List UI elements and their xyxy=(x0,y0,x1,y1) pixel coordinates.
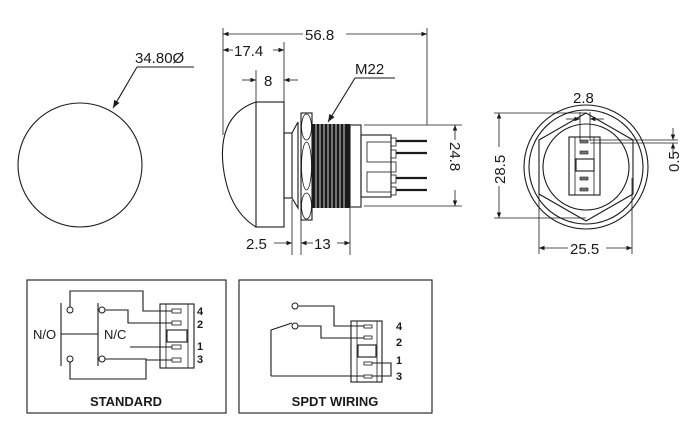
terminal-block xyxy=(366,171,392,193)
pin-label-3: 3 xyxy=(396,371,402,383)
center-slot xyxy=(575,158,595,172)
thread-grooves xyxy=(315,124,345,208)
overall-length-label: 56.8 xyxy=(305,27,334,44)
front-view-circle xyxy=(17,102,143,228)
pin-label-1: 1 xyxy=(197,341,203,353)
dome-cap xyxy=(221,101,257,228)
wiring-standard-panel: N/O N/C 4 2 1 xyxy=(26,279,227,414)
outer-ring xyxy=(523,104,649,230)
across-flats-label: 25.5 xyxy=(570,241,599,258)
pin-slot xyxy=(363,374,373,379)
thread-length-label: 13 xyxy=(314,236,331,253)
pin-slot xyxy=(171,357,182,363)
terminal-base xyxy=(390,149,397,159)
wire-4 xyxy=(69,290,175,312)
pin-label-3: 3 xyxy=(197,354,203,366)
terminal-block xyxy=(366,141,392,163)
pin-slot xyxy=(363,324,373,329)
terminal-base xyxy=(390,137,397,147)
nut-facet xyxy=(301,141,312,191)
spdt-wire-2 xyxy=(298,325,364,339)
switch-body xyxy=(360,134,392,198)
cap-length-label: 17.4 xyxy=(234,43,263,60)
rear-pin xyxy=(579,139,589,144)
wiring-spdt-panel: 4 2 1 3 SPDT WIRING xyxy=(238,279,433,414)
front-view: 34.80Ø xyxy=(17,50,194,228)
nut-facet xyxy=(301,192,312,220)
pin-slot xyxy=(171,344,182,350)
spdt-wire-4 xyxy=(298,305,364,327)
thread-leader xyxy=(327,77,356,123)
diameter-label: 34.80Ø xyxy=(135,50,185,67)
hex-nut xyxy=(300,112,313,221)
pin-slot xyxy=(363,361,373,366)
bezel xyxy=(291,121,299,210)
terminal-base xyxy=(390,186,397,196)
body-height-label: 24.8 xyxy=(446,142,463,171)
pin-slot xyxy=(363,335,373,340)
terminal-base xyxy=(390,161,397,173)
spdt-caption: SPDT WIRING xyxy=(292,394,379,409)
pin-label-4: 4 xyxy=(197,306,204,318)
standard-caption: STANDARD xyxy=(90,394,162,409)
std-terminal-block xyxy=(159,303,195,369)
nut-thickness-label: 2.5 xyxy=(246,236,267,253)
panel-frame xyxy=(238,279,433,414)
terminal-thickness-label: 0.5 xyxy=(666,151,683,172)
across-corners-label: 28.5 xyxy=(492,155,509,184)
panel-frame xyxy=(26,279,227,414)
spdt-switch-arm xyxy=(270,322,293,376)
nc-contact-bottom xyxy=(98,355,106,363)
pin-label-2: 2 xyxy=(197,319,203,331)
wire-3 xyxy=(105,358,175,361)
thread-label: M22 xyxy=(355,61,384,78)
inner-ring xyxy=(542,123,630,211)
nc-contact-top xyxy=(98,306,106,314)
rear-pin xyxy=(579,150,589,155)
rear-pin xyxy=(579,187,589,192)
spdt-terminal-block xyxy=(350,320,383,383)
pin-label-1: 1 xyxy=(396,355,402,367)
pin-slot xyxy=(171,320,182,326)
center-slot xyxy=(357,344,377,358)
spdt-contact-common xyxy=(291,322,299,330)
rear-pin xyxy=(579,176,589,181)
body-ring xyxy=(349,124,362,208)
terminal-width-label: 2.8 xyxy=(573,90,594,107)
pin-label-2: 2 xyxy=(396,337,402,349)
no-label: N/O xyxy=(33,327,56,342)
collar xyxy=(283,132,293,199)
rear-terminal-block xyxy=(568,136,601,196)
terminal-base xyxy=(390,174,397,184)
pin-label-4: 4 xyxy=(396,321,403,333)
spdt-contact-top xyxy=(291,302,299,310)
jumper-1-3 xyxy=(372,362,392,377)
side-view: 56.8 17.4 8 xyxy=(221,27,463,255)
wire-bottom-loop xyxy=(69,360,147,380)
outer-ring-inner xyxy=(528,109,644,225)
hex-outline xyxy=(538,112,634,222)
rear-view: 2.8 0.5 28.5 25.5 xyxy=(492,90,683,258)
wire-2 xyxy=(105,309,175,324)
pin-slot xyxy=(171,308,182,314)
cap-body xyxy=(255,101,285,228)
no-contact-bottom xyxy=(66,355,74,363)
nut-facet xyxy=(301,113,312,141)
no-contact-top xyxy=(66,306,74,314)
nc-label: N/C xyxy=(104,327,126,342)
cap-flat-label: 8 xyxy=(264,73,272,90)
center-slot xyxy=(166,329,188,343)
diameter-leader xyxy=(112,66,138,109)
